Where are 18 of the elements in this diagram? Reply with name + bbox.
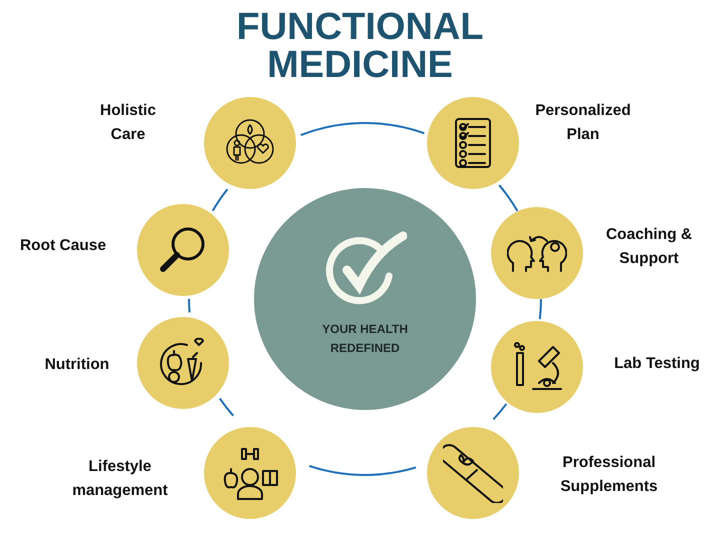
node-label: Nutrition [44, 355, 110, 375]
ring-connector [218, 398, 234, 416]
node-label: Coaching & Support [604, 225, 694, 269]
center-label: YOUR HEALTH REDEFINED [321, 321, 409, 357]
ring-connector [309, 465, 416, 476]
ring-connector [188, 298, 190, 312]
ring-connector [212, 188, 228, 212]
node-label: Professional Supplements [559, 453, 659, 497]
node-label: Lab Testing [613, 354, 701, 374]
ring-connector [300, 122, 425, 136]
ring-connector [498, 184, 518, 212]
title: FUNCTIONAL MEDICINE [236, 8, 484, 84]
node-label: Holistic Care [99, 101, 157, 145]
node-label: Root Cause [18, 236, 108, 256]
node-label: Lifestyle management [71, 457, 169, 501]
ring-connector [492, 403, 508, 420]
ring-connector [538, 299, 542, 320]
node-label: Personalized Plan [534, 101, 632, 145]
